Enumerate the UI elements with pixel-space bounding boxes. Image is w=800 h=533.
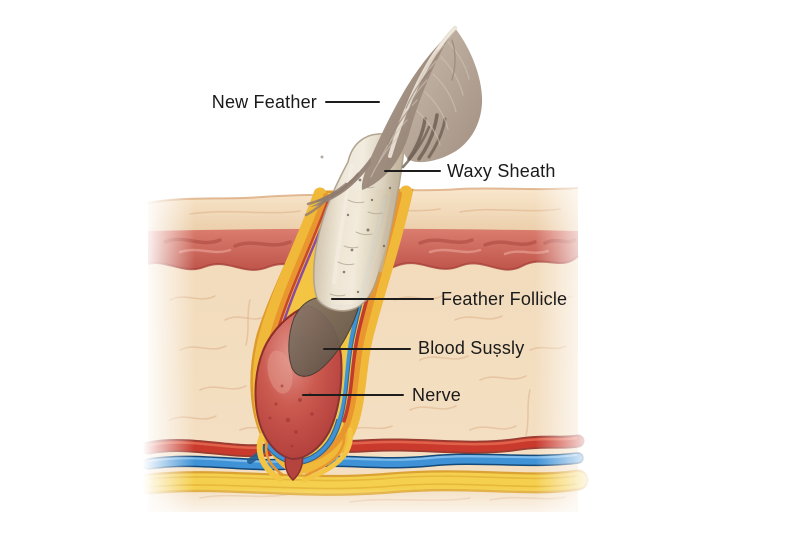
label-blood-supply: Blood Suṣsly [418,338,525,358]
leader-waxy-sheath [384,170,441,172]
label-nerve: Nerve [412,385,462,405]
leader-nerve [302,394,404,396]
label-feather-follicle: Feather Follicle [441,289,568,309]
label-waxy-sheath: Waxy Sheath [447,161,556,181]
leader-new-feather [325,101,380,103]
leader-feather-follicle [331,298,434,300]
bulb-stalk [284,453,304,481]
new-feather-graphic [304,26,483,217]
speck [320,155,324,159]
vein [143,453,583,469]
edge-fades [100,168,720,533]
fat-layer [139,471,587,494]
label-new-feather: New Feather [211,92,317,112]
leader-blood-supply [323,348,411,350]
